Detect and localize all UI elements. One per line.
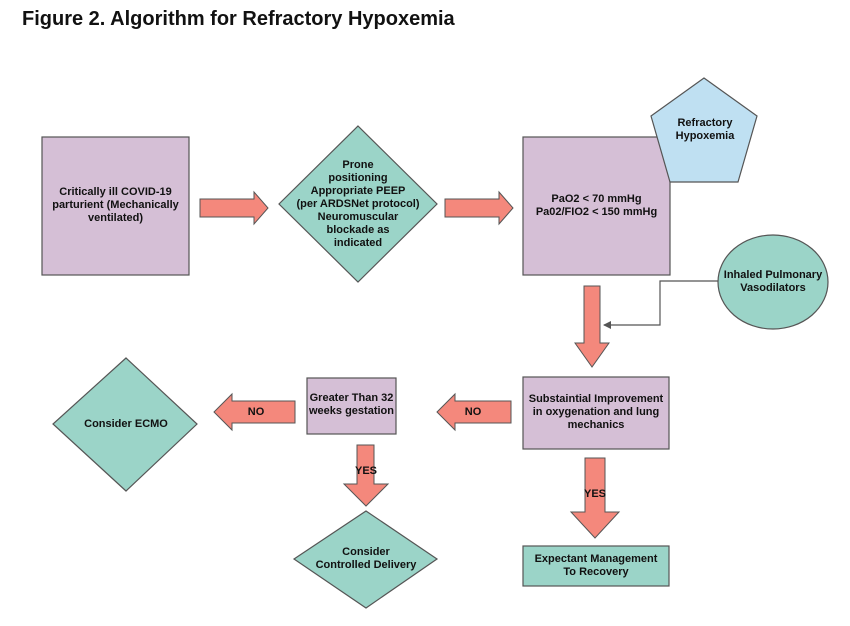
improvement-box <box>522 376 670 450</box>
interventions-line-4: (per ARDSNet protocol) <box>296 197 420 210</box>
delivery-line-1: Consider <box>342 546 390 558</box>
vasodilators-label: Inhaled Pulmonary Vasodilators <box>718 263 828 301</box>
delivery-label: Consider Controlled Delivery <box>306 542 426 576</box>
improvement-label: Substaintial Improvement in oxygenation … <box>526 382 666 442</box>
interventions-line-7: indicated <box>333 236 383 249</box>
interventions-line-5: Neuromuscular <box>317 210 399 223</box>
gestation-yes-label: YES <box>354 465 377 477</box>
interventions-line-6: blockade as <box>326 223 390 236</box>
arrow-improvement-to-gestation <box>436 392 512 432</box>
ecmo-text: Consider ECMO <box>84 417 168 430</box>
vasodilators-ellipse <box>717 234 829 330</box>
vasodilator-connector-head <box>603 321 611 329</box>
interventions-line-1: Prone <box>342 158 374 171</box>
vasodilator-connector <box>604 280 718 326</box>
criteria-label: PaO2 < 70 mmHg Pa02/FIO2 < 150 mmHg <box>525 186 668 226</box>
arrow-criteria-to-improvement <box>574 285 610 368</box>
vasodilators-line-1: Inhaled Pulmonary <box>723 269 823 281</box>
start-box <box>41 136 190 276</box>
gestation-line-1: Greater Than 32 <box>309 392 394 404</box>
delivery-line-2: Controlled Delivery <box>315 559 417 571</box>
refractory-line-2: Hypoxemia <box>675 130 735 142</box>
arrow-gestation-to-delivery <box>342 444 390 507</box>
expectant-box <box>522 545 670 587</box>
ecmo-label: Consider ECMO <box>66 414 186 434</box>
arrow-gestation-to-ecmo <box>213 392 296 432</box>
gestation-line-2: weeks gestation <box>309 405 394 417</box>
start-label: Critically ill COVID-19 parturient (Mech… <box>46 150 185 260</box>
gestation-label: Greater Than 32 weeks gestation <box>309 384 394 426</box>
gestation-no-label: NO <box>247 406 265 418</box>
expectant-line-2: To Recovery <box>563 566 629 578</box>
arrow-start-to-interventions <box>199 190 269 226</box>
criteria-line-1: PaO2 < 70 mmHg <box>551 193 642 205</box>
gestation-box <box>306 377 397 435</box>
interventions-line-2: positioning <box>328 171 388 184</box>
vasodilators-line-2: Vasodilators <box>740 282 806 294</box>
interventions-label: Prone positioning Appropriate PEEP (per … <box>288 154 428 254</box>
interventions-line-3: Appropriate PEEP <box>310 184 406 197</box>
start-text: Critically ill COVID-19 parturient (Mech… <box>52 185 179 224</box>
improvement-no-label: NO <box>464 406 482 418</box>
refractory-label: Refractory Hypoxemia <box>660 113 750 147</box>
expectant-line-1: Expectant Management <box>534 553 658 565</box>
refractory-line-1: Refractory <box>677 117 733 129</box>
expectant-label: Expectant Management To Recovery <box>526 551 666 581</box>
improvement-yes-label: YES <box>583 488 606 500</box>
delivery-diamond <box>292 510 439 609</box>
arrow-interventions-to-criteria <box>444 190 514 226</box>
refractory-pentagon <box>650 77 758 183</box>
improvement-text: Substaintial Improvement in oxygenation … <box>528 392 664 431</box>
criteria-line-2: Pa02/FIO2 < 150 mmHg <box>535 206 658 218</box>
figure-title: Figure 2. Algorithm for Refractory Hypox… <box>22 8 455 30</box>
criteria-box <box>522 136 671 276</box>
arrow-improvement-to-expectant <box>569 457 621 539</box>
interventions-diamond <box>278 125 438 283</box>
ecmo-diamond <box>52 357 198 492</box>
